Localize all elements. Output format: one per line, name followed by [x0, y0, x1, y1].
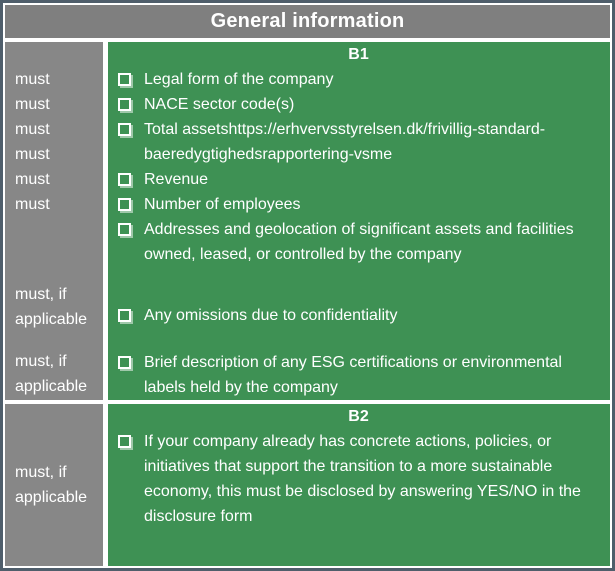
checklist-item-text: If your company already has concrete act…	[144, 433, 581, 525]
checklist-item-text: Any omissions due to confidentiality	[144, 307, 398, 324]
table-grid: General information must must must must …	[5, 5, 610, 566]
checkbox-icon	[118, 73, 131, 86]
section-title-b2: B2	[348, 408, 369, 425]
requirement-level-label: must, if applicable	[15, 353, 88, 395]
b1-requirement-column: must must must must must must must, if a…	[5, 42, 103, 400]
checklist-item-text: Number of employees	[144, 196, 301, 213]
checklist-item: Revenue	[115, 167, 602, 192]
checklist-item: Total assetshttps://erhvervsstyrelsen.dk…	[115, 117, 602, 167]
checklist-item-text: Brief description of any ESG certificati…	[144, 354, 562, 396]
checkbox-icon	[118, 223, 131, 236]
b1-must-labels: must must must must must must	[15, 67, 50, 217]
requirement-level-label: must, if applicable	[15, 464, 88, 506]
b1-content-cell: B1 Legal form of the company NACE sector…	[108, 42, 610, 400]
checklist-item-text: NACE sector code(s)	[144, 96, 295, 113]
section-title-b1: B1	[348, 46, 369, 63]
section-b2-row: must, if applicable B2 If your company a…	[5, 404, 610, 566]
table-title: General information	[5, 5, 610, 38]
requirement-level-label: must	[15, 146, 50, 163]
section-b1-row: must must must must must must must, if a…	[5, 42, 610, 400]
requirement-level-label: must	[15, 196, 50, 213]
checkbox-icon	[118, 123, 131, 136]
checklist-item-text: Legal form of the company	[144, 71, 334, 88]
checklist-item-text: Revenue	[144, 171, 209, 188]
b2-content-cell: B2 If your company already has concrete …	[108, 404, 610, 566]
requirement-level-label: must	[15, 71, 50, 88]
checkbox-icon	[118, 309, 131, 322]
checkbox-icon	[118, 435, 131, 448]
checklist-item: Brief description of any ESG certificati…	[115, 350, 602, 400]
checklist-item: If your company already has concrete act…	[115, 429, 602, 529]
checklist-item: Number of employees	[115, 192, 602, 217]
requirement-level-label: must	[15, 96, 50, 113]
checkbox-icon	[118, 198, 131, 211]
checklist-item-text: Addresses and geolocation of significant…	[144, 221, 574, 263]
checkbox-icon	[118, 173, 131, 186]
checkbox-icon	[118, 356, 131, 369]
requirement-level-label: must, if applicable	[15, 286, 88, 328]
checklist-item: Addresses and geolocation of significant…	[115, 217, 602, 267]
checklist-item: Any omissions due to confidentiality	[115, 303, 602, 328]
b2-requirement-column: must, if applicable	[5, 404, 103, 566]
checklist-item-text: Total assetshttps://erhvervsstyrelsen.dk…	[144, 121, 546, 163]
requirement-level-label: must	[15, 121, 50, 138]
checklist-item: NACE sector code(s)	[115, 92, 602, 117]
checklist-item: Legal form of the company	[115, 67, 602, 92]
requirement-level-label: must	[15, 171, 50, 188]
checkbox-icon	[118, 98, 131, 111]
